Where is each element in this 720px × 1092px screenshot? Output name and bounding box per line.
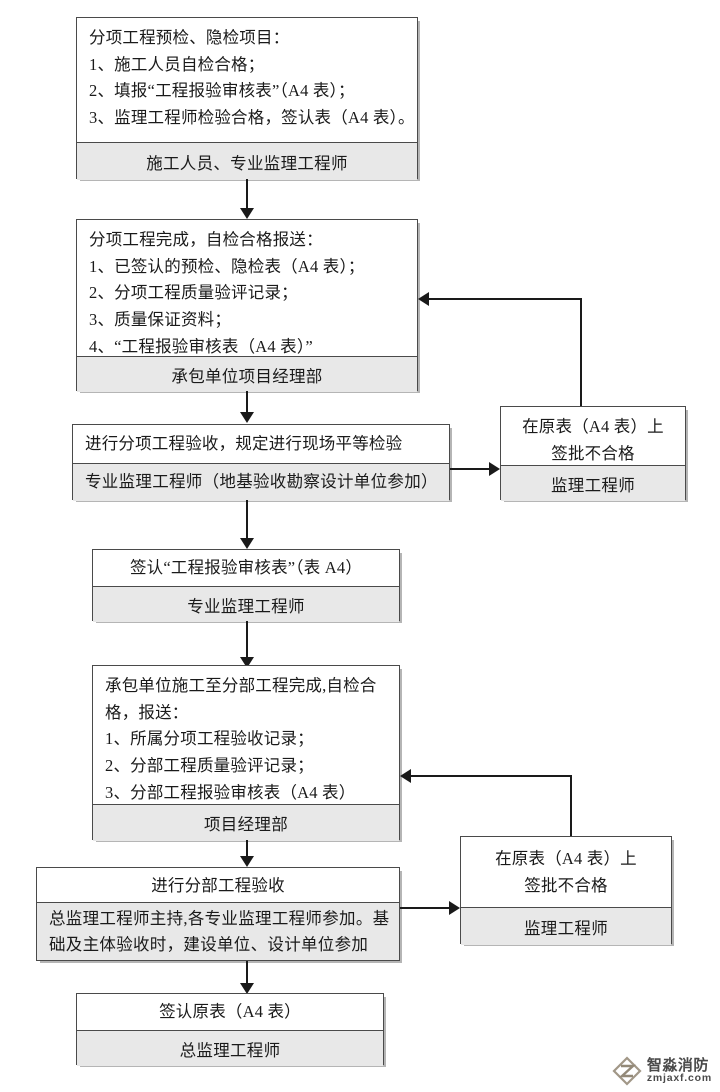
diamond-logo-icon xyxy=(612,1056,642,1086)
flow-node-3-footer: 专业监理工程师（地基验收勘察设计单位参加） xyxy=(73,463,449,501)
flow-node-1: 分项工程预检、隐检项目： 1、施工人员自检合格； 2、填报“工程报验审核表”（A… xyxy=(76,17,418,180)
flow-node-5-body-line-2: 格，报送： xyxy=(105,702,189,722)
flow-node-reject-2: 在原表（A4 表）上 签批不合格 监理工程师 xyxy=(460,836,672,945)
flow-node-1-body: 分项工程预检、隐检项目： 1、施工人员自检合格； 2、填报“工程报验审核表”（A… xyxy=(77,18,417,142)
flow-node-7: 签认原表（A4 表） 总监理工程师 xyxy=(76,993,384,1066)
flow-node-5-body: 承包单位施工至分部工程完成,自检合 格，报送： 1、所属分项工程验收记录； 2、… xyxy=(93,666,399,804)
flow-node-reject-2-body-line-1: 在原表（A4 表）上 xyxy=(495,849,637,868)
flow-node-7-footer: 总监理工程师 xyxy=(77,1030,383,1066)
flow-node-reject-2-body-line-2: 签批不合格 xyxy=(524,875,608,895)
flow-node-2-body-line-1: 分项工程完成，自检合格报送： xyxy=(89,230,323,249)
flow-node-5: 承包单位施工至分部工程完成,自检合 格，报送： 1、所属分项工程验收记录； 2、… xyxy=(92,665,400,841)
flow-node-7-body: 签认原表（A4 表） xyxy=(77,994,383,1030)
connector-node5-to-node6-arrowhead xyxy=(240,856,254,867)
flow-node-7-body-line-1: 签认原表（A4 表） xyxy=(159,1002,301,1021)
flow-node-reject-2-body: 在原表（A4 表）上 签批不合格 xyxy=(461,837,671,907)
flow-node-3: 进行分项工程验收，规定进行现场平等检验 专业监理工程师（地基验收勘察设计单位参加… xyxy=(72,424,450,501)
connector-node3-to-reject1 xyxy=(450,468,491,470)
feedback-loop-1-arrowhead xyxy=(418,292,429,306)
connector-node2-to-node3-arrowhead xyxy=(240,412,254,423)
flow-node-5-body-line-5: 3、分部工程报验审核表（A4 表） xyxy=(105,782,356,802)
flow-node-6-footer-line-2: 础及主体验收时，建设单位、设计单位参加 xyxy=(49,935,369,954)
flow-node-1-body-line-3: 2、填报“工程报验审核表”（A4 表）； xyxy=(89,81,355,101)
connector-node1-to-node2-arrowhead xyxy=(240,208,254,219)
connector-node2-to-node3 xyxy=(246,391,248,416)
flow-node-5-body-line-3: 1、所属分项工程验收记录； xyxy=(105,729,314,749)
connector-node4-to-node5 xyxy=(246,621,248,663)
feedback-loop-2-arrowhead xyxy=(400,769,411,783)
flow-node-reject-2-footer: 监理工程师 xyxy=(461,907,671,945)
feedback-loop-2-vertical xyxy=(570,775,572,836)
flow-node-6-body-line-1: 进行分部工程验收 xyxy=(151,876,285,895)
flow-node-3-body-line-1: 进行分项工程验收，规定进行现场平等检验 xyxy=(85,434,403,453)
connector-node3-to-reject1-arrowhead xyxy=(489,462,500,476)
flow-node-6-body: 进行分部工程验收 xyxy=(37,868,399,902)
flow-node-4-footer: 专业监理工程师 xyxy=(93,586,399,622)
flow-node-2-body-line-5: 4、“工程报验审核表（A4 表）” xyxy=(89,336,313,356)
watermark-text: 智淼消防 zmjaxf.com xyxy=(646,1056,712,1085)
connector-node6-to-node7 xyxy=(246,961,248,989)
watermark-url: zmjaxf.com xyxy=(646,1072,712,1085)
flow-node-2-body: 分项工程完成，自检合格报送： 1、已签认的预检、隐检表（A4 表）； 2、分项工… xyxy=(77,220,417,356)
feedback-loop-2-horizontal xyxy=(411,775,572,777)
watermark-name: 智淼消防 xyxy=(646,1056,709,1074)
flow-node-2: 分项工程完成，自检合格报送： 1、已签认的预检、隐检表（A4 表）； 2、分项工… xyxy=(76,219,418,392)
feedback-loop-1-horizontal xyxy=(429,298,581,300)
flow-node-4-body: 签认“工程报验审核表”（表 A4） xyxy=(93,550,399,586)
flow-node-reject-1-footer: 监理工程师 xyxy=(501,465,685,501)
connector-node3-to-node4-arrowhead xyxy=(240,538,254,549)
flow-node-2-body-line-4: 3、质量保证资料； xyxy=(89,310,232,330)
feedback-loop-1-vertical xyxy=(580,298,582,406)
flow-node-1-footer: 施工人员、专业监理工程师 xyxy=(77,142,417,180)
flow-node-2-footer: 承包单位项目经理部 xyxy=(77,356,417,392)
connector-node5-to-node6 xyxy=(246,840,248,865)
connector-node6-to-reject2 xyxy=(400,907,451,909)
connector-node4-to-node5-arrowhead xyxy=(240,657,254,668)
flow-node-reject-1: 在原表（A4 表）上 签批不合格 监理工程师 xyxy=(500,406,686,501)
flow-node-2-body-line-3: 2、分项工程质量验评记录； xyxy=(89,283,298,303)
flow-node-reject-1-body-line-1: 在原表（A4 表）上 xyxy=(522,417,664,436)
flow-node-6: 进行分部工程验收 总监理工程师主持,各专业监理工程师参加。基 础及主体验收时，建… xyxy=(36,867,400,961)
flow-node-3-body: 进行分项工程验收，规定进行现场平等检验 xyxy=(73,425,449,463)
flow-node-5-footer: 项目经理部 xyxy=(93,804,399,841)
flow-node-2-body-line-2: 1、已签认的预检、隐检表（A4 表）； xyxy=(89,256,365,276)
watermark: 智淼消防 zmjaxf.com xyxy=(612,1056,712,1086)
flow-node-reject-1-body-line-2: 签批不合格 xyxy=(551,443,635,463)
flow-node-1-body-line-2: 1、施工人员自检合格； xyxy=(89,54,265,74)
flow-node-4-body-line-1: 签认“工程报验审核表”（表 A4） xyxy=(129,558,363,577)
flow-node-4: 签认“工程报验审核表”（表 A4） 专业监理工程师 xyxy=(92,549,400,622)
flow-node-1-body-line-1: 分项工程预检、隐检项目： xyxy=(89,28,290,47)
connector-node1-to-node2 xyxy=(246,179,248,214)
connector-node6-to-node7-arrowhead xyxy=(240,983,254,994)
connector-node3-to-node4 xyxy=(246,500,248,542)
flow-node-6-footer-line-1: 总监理工程师主持,各专业监理工程师参加。基 xyxy=(49,909,390,928)
flow-node-1-body-line-4: 3、监理工程师检验合格，签认表（A4 表）。 xyxy=(89,108,415,128)
flow-node-6-footer: 总监理工程师主持,各专业监理工程师参加。基 础及主体验收时，建设单位、设计单位参… xyxy=(37,902,399,960)
flow-node-reject-1-body: 在原表（A4 表）上 签批不合格 xyxy=(501,407,685,465)
flow-node-5-body-line-1: 承包单位施工至分部工程完成,自检合 xyxy=(105,676,377,695)
connector-node6-to-reject2-arrowhead xyxy=(449,901,460,915)
flow-node-5-body-line-4: 2、分部工程质量验评记录； xyxy=(105,756,314,776)
